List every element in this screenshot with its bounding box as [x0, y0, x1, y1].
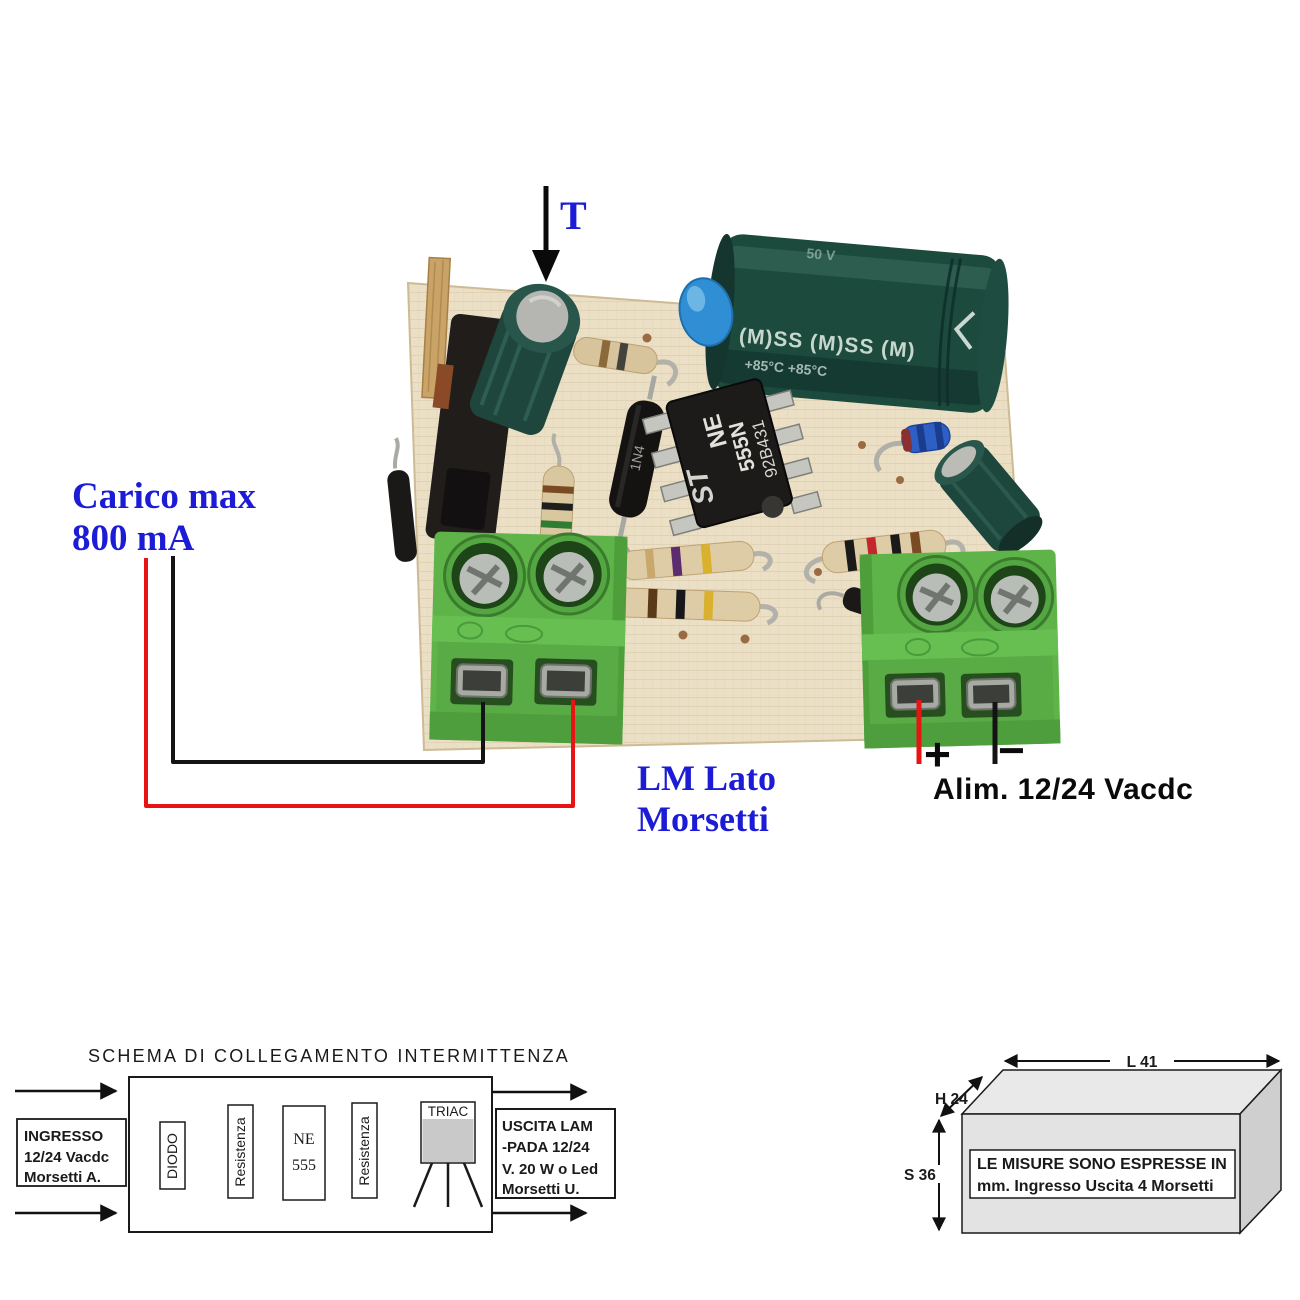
- supply-label: Alim. 12/24 Vacdc: [933, 773, 1193, 806]
- ne555-ic: ST NE 555N 92B431: [641, 378, 823, 537]
- block-resistenza-1-label: Resistenza: [232, 1117, 248, 1186]
- terminal-screw-right-2: [975, 556, 1055, 636]
- terminal-screw-left-2: [527, 532, 611, 616]
- diagram-title: SCHEMA DI COLLEGAMENTO INTERMITTENZA: [88, 1046, 570, 1066]
- terminal-label-line2: Morsetti: [637, 799, 769, 839]
- output-box-line4: Morsetti U.: [502, 1181, 580, 1198]
- height-label: H 24: [935, 1091, 968, 1108]
- length-label: L 41: [1127, 1054, 1158, 1071]
- t-arrowhead: [532, 250, 560, 282]
- board-holes: [642, 333, 904, 644]
- input-box: [16, 1118, 127, 1187]
- timing-capacitor: [469, 283, 581, 435]
- block-resistenza-1: [227, 1104, 254, 1199]
- block-ne555: [282, 1105, 326, 1201]
- terminal-block-left: [429, 531, 628, 745]
- hidden-resistor: [573, 337, 679, 387]
- measurements-note-box: [969, 1149, 1236, 1199]
- plus-sign: +: [924, 728, 951, 780]
- block-diodo-label: DIODO: [164, 1133, 180, 1179]
- block-triac: TRIAC: [412, 1101, 484, 1208]
- block-resistenza-2: [351, 1102, 378, 1199]
- cap-marking-2: +85°C +85°C: [744, 356, 828, 379]
- cap-top-marking: 50 V: [806, 245, 837, 264]
- output-box: [495, 1108, 616, 1199]
- input-box-line2: 12/24 Vacdc: [24, 1149, 109, 1166]
- block-ne555-line1: NE: [293, 1131, 314, 1148]
- t-label: T: [560, 193, 587, 238]
- main-capacitor: 50 V (M)SS (M)SS (M) +85°C +85°C: [705, 233, 1009, 413]
- copper-patch: [432, 363, 454, 410]
- load-wire-red: [144, 558, 575, 808]
- cap-polarity-chevron: [953, 311, 976, 350]
- triac-legs: [412, 1162, 484, 1208]
- load-label-line1: Carico max: [72, 476, 256, 517]
- box-top-face: [960, 1069, 1283, 1115]
- depth-label-bg: [901, 1165, 951, 1183]
- circuit-board-photo: 50 V (M)SS (M)SS (M) +85°C +85°C 1N4: [387, 233, 1061, 752]
- diode-marking: 1N4: [627, 444, 648, 473]
- terminal-screw-right-1: [897, 555, 977, 635]
- terminal-screw-left-1: [443, 534, 527, 618]
- block-diodo: [159, 1121, 186, 1190]
- edge-diode: [387, 437, 417, 562]
- load-wire-black: [171, 556, 485, 764]
- dimensions-diagram: L 41 H 24 S 36 LE MISURE SONO ESPRESSE I…: [901, 1052, 1283, 1235]
- output-box-line1: USCITA LAM: [502, 1118, 593, 1135]
- zener-diode: [873, 421, 951, 473]
- terminal-label-line1: LM Lato: [637, 758, 776, 798]
- connection-diagram: SCHEMA DI COLLEGAMENTO INTERMITTENZA ING…: [15, 1046, 616, 1233]
- terminal-block-right: [859, 549, 1061, 749]
- height-dimension-line: [939, 1076, 984, 1117]
- minus-sign: −: [998, 724, 1025, 776]
- block-resistenza-2-label: Resistenza: [356, 1116, 372, 1185]
- length-label-bg: [1110, 1052, 1174, 1069]
- note-line2: mm. Ingresso Uscita 4 Morsetti: [977, 1178, 1214, 1195]
- load-label-line2: 800 mA: [72, 518, 195, 559]
- t-pointer: T: [532, 186, 587, 282]
- note-line1: LE MISURE SONO ESPRESSE IN: [977, 1156, 1227, 1173]
- block-triac-label: TRIAC: [428, 1104, 469, 1119]
- input-box-line3: Morsetti A.: [24, 1169, 101, 1186]
- ic-pins: [641, 389, 823, 537]
- output-box-line3: V. 20 W o Led: [502, 1161, 598, 1178]
- small-capacitor: [934, 440, 1043, 555]
- output-box-line2: -PADA 12/24: [502, 1139, 590, 1156]
- depth-label: S 36: [904, 1167, 936, 1184]
- ic-notch: [761, 495, 784, 518]
- block-ne555-line2: 555: [292, 1157, 316, 1174]
- input-box-line1: INGRESSO: [24, 1128, 104, 1145]
- disc-capacitor: [678, 277, 734, 347]
